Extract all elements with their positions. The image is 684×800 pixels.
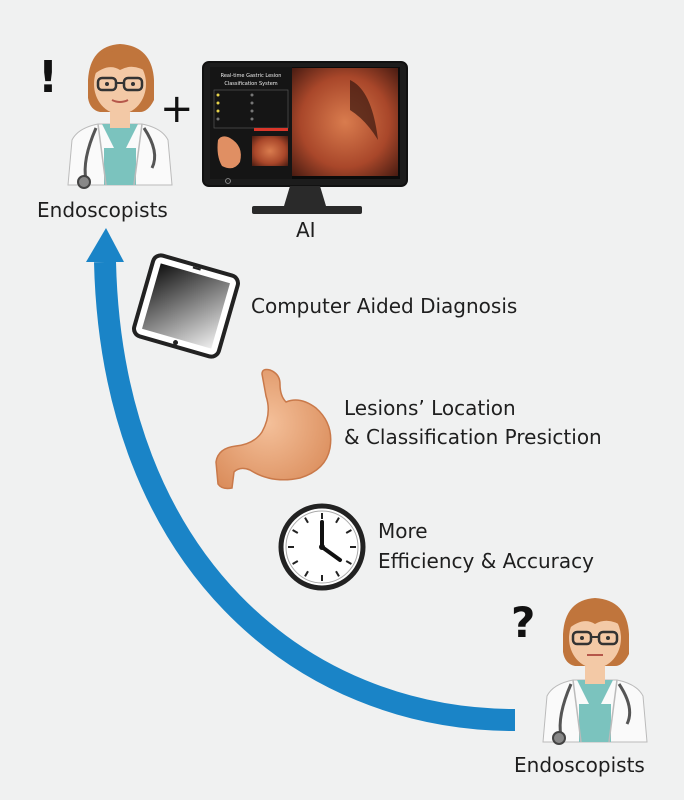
lesions-label-line1: Lesions’ Location <box>344 396 516 420</box>
tablet-icon <box>132 253 240 359</box>
monitor-title-line2: Classification System <box>224 81 277 87</box>
plus-sign: + <box>160 86 194 132</box>
question-mark: ? <box>511 598 536 647</box>
lesions-label-line2: & Classification Presiction <box>344 425 602 449</box>
flow-arrow-shaft <box>94 261 516 731</box>
flow-arrow-head <box>86 228 124 262</box>
more-label-line2: Efficiency & Accuracy <box>378 549 594 573</box>
stomach-icon <box>215 368 332 490</box>
ai-label: AI <box>296 218 316 242</box>
ai-monitor-icon: Real-time Gastric Lesion Classification … <box>202 61 408 214</box>
monitor-title-line1: Real-time Gastric Lesion <box>221 73 282 79</box>
flow-arrow <box>86 228 516 731</box>
exclamation-mark: ! <box>38 52 59 103</box>
endoscopists-top-label: Endoscopists <box>37 198 168 222</box>
more-label-line1: More <box>378 519 428 543</box>
endoscopists-bottom-label: Endoscopists <box>514 753 645 777</box>
doctor-top-icon <box>67 44 173 189</box>
doctor-bottom-icon <box>542 598 648 745</box>
clock-icon <box>278 503 366 591</box>
cad-label: Computer Aided Diagnosis <box>251 294 518 318</box>
